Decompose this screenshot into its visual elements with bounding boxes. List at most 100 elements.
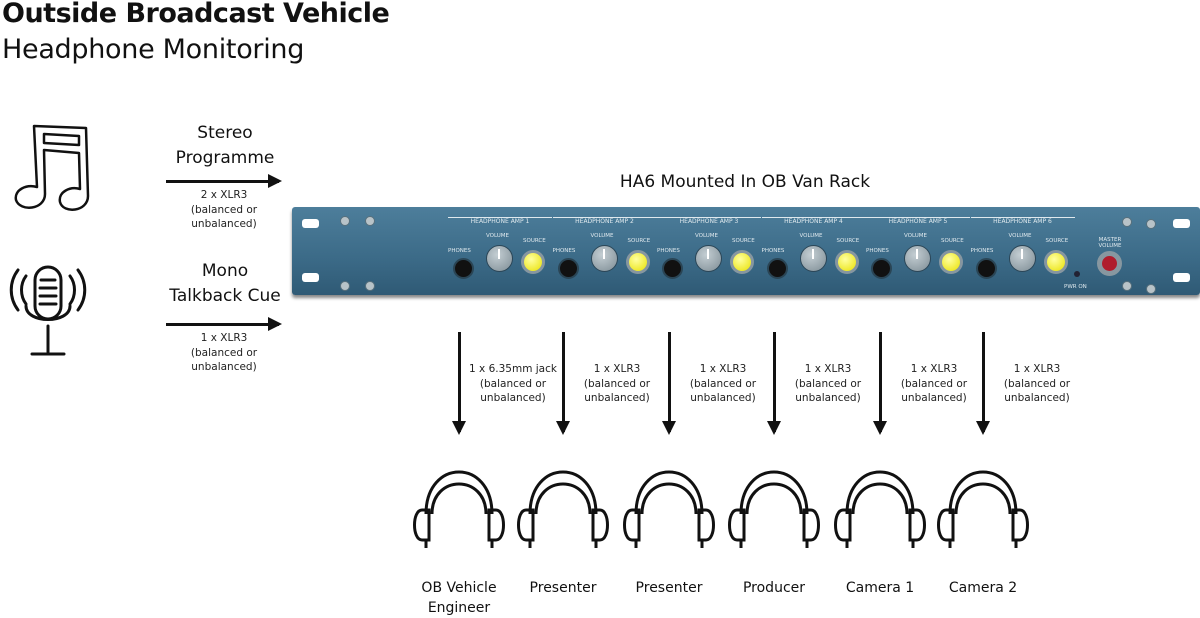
page-subtitle: Headphone Monitoring [2,34,305,65]
volume-label: VOLUME [590,233,614,239]
master-volume-label: MASTER VOLUME [1090,237,1130,249]
connector-note: (balanced or [900,377,968,390]
volume-knob[interactable] [590,245,618,272]
input-label-line: Talkback Cue [169,286,281,306]
volume-knob[interactable] [1008,245,1036,272]
connector-note: unbalanced) [584,392,650,404]
source-label: SOURCE [941,238,964,244]
rack-ear-hole [1173,219,1190,228]
volume-knob[interactable] [904,245,931,272]
source-label: SOURCE [732,238,755,244]
headphones-icon [517,470,609,548]
user-label-line: Presenter [529,580,597,596]
connector-text: 1 x 6.35mm jack [469,363,557,375]
input-label-line: Mono [201,261,249,281]
headphone-amp-channel: HEADPHONE AMP 2 PHONES VOLUME SOURCE [552,207,657,295]
channel-title: HEADPHONE AMP 5 [866,217,970,225]
connector-text: 1 x XLR3 [593,363,641,375]
screw-icon [1146,284,1156,294]
headphones-icon [834,470,926,548]
input-talkback-label: Mono Talkback Cue [150,259,300,309]
headphone-amp-channel: HEADPHONE AMP 4 PHONES VOLUME SOURCE [761,207,866,295]
connector-note: unbalanced) [480,392,546,404]
phones-jack[interactable] [557,258,579,279]
screw-icon [1146,219,1156,229]
phones-jack[interactable] [453,258,474,279]
user-label-line: Camera 1 [845,580,915,596]
master-volume-knob[interactable] [1097,251,1122,276]
headphone-user-label: OB Vehicle Engineer [404,578,514,618]
input-label-line: Stereo [197,123,253,143]
channel-title: HEADPHONE AMP 2 [552,217,657,225]
headphone-user-label: Presenter [508,578,618,598]
connector-note: unbalanced) [690,392,756,404]
headphone-amp-channel: HEADPHONE AMP 6 PHONES VOLUME SOURCE [970,207,1075,295]
volume-knob[interactable] [486,245,513,272]
phones-label: PHONES [657,248,680,254]
input-stereo-label: Stereo Programme [150,121,300,171]
source-knob[interactable] [1043,250,1068,274]
source-knob[interactable] [730,250,754,274]
channel-title: HEADPHONE AMP 1 [448,217,552,225]
screw-icon [340,281,350,291]
rack-ear-hole [302,219,319,228]
headphone-user-label: Camera 1 [825,578,935,598]
screw-icon [365,281,375,291]
channel-title: HEADPHONE AMP 6 [970,217,1075,225]
ha6-rack-panel: HEADPHONE AMP 1 PHONES VOLUME SOURCE HEA… [292,207,1200,295]
headphones-icon [413,470,505,548]
volume-knob[interactable] [695,245,722,272]
headphone-amp-channel: HEADPHONE AMP 1 PHONES VOLUME SOURCE [448,207,552,295]
output-arrow [662,332,676,435]
connector-note: unbalanced) [795,392,861,404]
output-connector: 1 x 6.35mm jack (balanced or unbalanced) [463,362,563,406]
channel-title: HEADPHONE AMP 3 [657,217,761,225]
source-label: SOURCE [1045,238,1069,244]
output-connector: 1 x XLR3 (balanced or unbalanced) [778,362,878,406]
source-knob[interactable] [625,250,650,274]
headphone-user-label: Producer [719,578,829,598]
source-label: SOURCE [523,238,546,244]
connector-text: 1 x XLR3 [804,363,852,375]
user-label-line: Presenter [635,580,703,596]
phones-label: PHONES [448,248,471,254]
phones-jack[interactable] [975,258,997,279]
headphone-user-label: Camera 2 [928,578,1038,598]
output-connector: 1 x XLR3 (balanced or unbalanced) [567,362,667,406]
page-title: Outside Broadcast Vehicle [2,0,390,29]
phones-jack[interactable] [662,258,683,279]
phones-label: PHONES [970,248,994,254]
source-knob[interactable] [834,250,859,274]
user-label-line: Producer [742,580,806,596]
source-knob[interactable] [939,250,963,274]
connector-note: (balanced or [583,377,651,390]
connector-text: 1 x XLR3 [910,363,958,375]
connector-note: unbalanced) [901,392,967,404]
output-arrow [767,332,781,435]
user-label-line: OB Vehicle [421,580,497,596]
talkback-input-arrow [166,317,282,331]
phones-jack[interactable] [766,258,788,279]
headphone-amp-channel: HEADPHONE AMP 3 PHONES VOLUME SOURCE [657,207,761,295]
connector-note: (balanced or [794,377,862,390]
channel-title: HEADPHONE AMP 4 [761,217,866,225]
source-label: SOURCE [836,238,860,244]
screw-icon [340,216,350,226]
volume-label: VOLUME [486,233,510,239]
output-arrow [873,332,887,435]
output-connector: 1 x XLR3 (balanced or unbalanced) [884,362,984,406]
volume-knob[interactable] [799,245,827,272]
connector-text: 1 x XLR3 [1013,363,1061,375]
power-led [1074,271,1080,277]
output-connector: 1 x XLR3 (balanced or unbalanced) [987,362,1087,406]
source-knob[interactable] [521,250,545,274]
connector-text: 1 x XLR3 [200,332,248,344]
connector-note: (balanced or [190,346,258,359]
volume-label: VOLUME [1008,233,1032,239]
output-arrow [556,332,570,435]
headphones-icon [728,470,820,548]
phones-label: PHONES [761,248,785,254]
connector-note: unbalanced) [1004,392,1070,404]
stereo-input-arrow [166,174,282,188]
phones-jack[interactable] [871,258,892,279]
